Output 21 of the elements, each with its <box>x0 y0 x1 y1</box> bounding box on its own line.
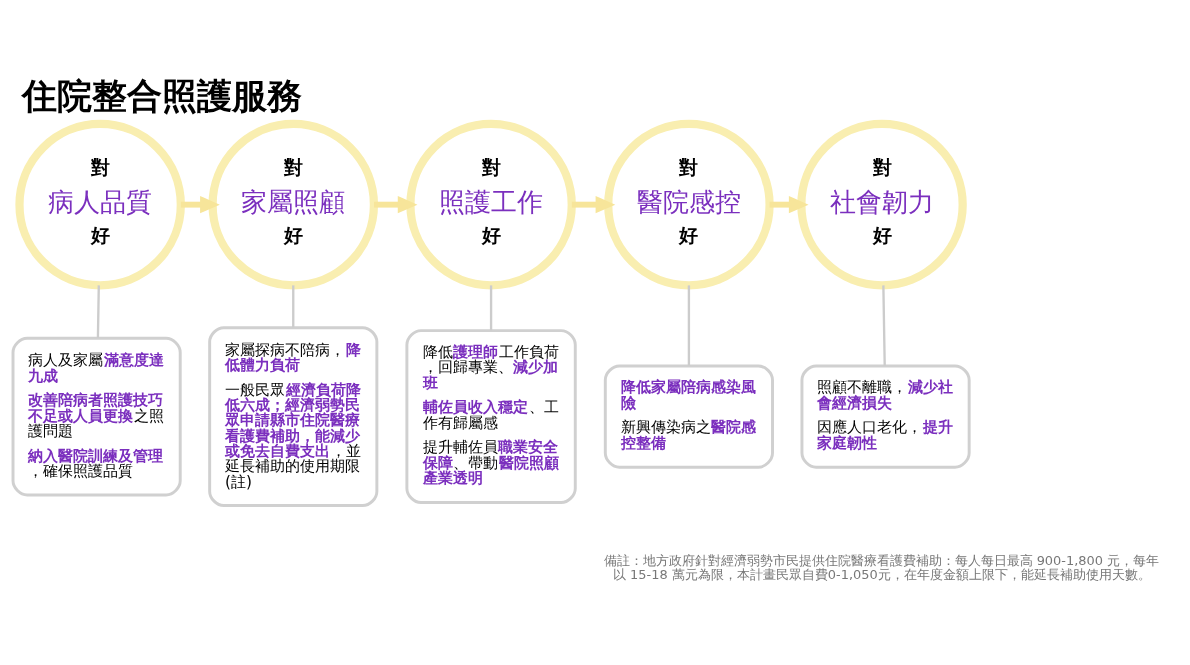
node-box: 家屬探病不陪病，降低體力負荷 一般民眾經濟負荷降低六成；經濟弱勢民眾申請縣市住院醫療看護費補助，能減少或免去自費支出，並延長補助的使用期限(註) <box>208 325 379 507</box>
node-circle: 對 病人品質 好 <box>15 119 185 289</box>
connector <box>96 284 100 338</box>
node-circle: 對 照護工作 好 <box>406 119 576 289</box>
arrow <box>769 195 809 213</box>
node-circle: 對 家屬照顧 好 <box>208 119 379 289</box>
node-box: 降低護理師工作負荷，回歸專業、減少加班 輔佐員收入穩定、工作有歸屬感 提升輔佐員職業安全保障、帶動醫院照顧產業透明 <box>405 328 577 504</box>
connector <box>687 284 691 366</box>
connector <box>882 284 886 366</box>
connector <box>292 284 295 328</box>
arrow <box>374 195 418 213</box>
node-box: 照顧不離職，減少社會經濟損失 因應人口老化，提升家庭韌性 <box>800 364 971 469</box>
label: 備註：地方政府針對經濟弱勢市民提供住院醫療看護費補助：每人每日最高 900-1,800 元，每年以 15-18 萬元為限，本計畫民眾自費0-1,050元，在年度金額上限下，能延長補助使用天數。 <box>603 552 1160 582</box>
node-circle: 對 醫院感控 好 <box>604 119 774 289</box>
connector <box>489 284 493 330</box>
arrow <box>571 195 616 213</box>
arrow <box>180 195 220 213</box>
node-box: 降低家屬陪病感染風險 新興傳染病之醫院感控整備 <box>603 364 774 469</box>
node-circle: 對 社會韌力 好 <box>797 119 967 289</box>
node-box: 病人及家屬滿意度達九成 改善陪病者照護技巧不足或人員更換之照護問題 納入醫院訓練及管理，確保照護品質 <box>11 336 182 496</box>
diagram-title: 住院整合照護服務 <box>22 74 303 115</box>
